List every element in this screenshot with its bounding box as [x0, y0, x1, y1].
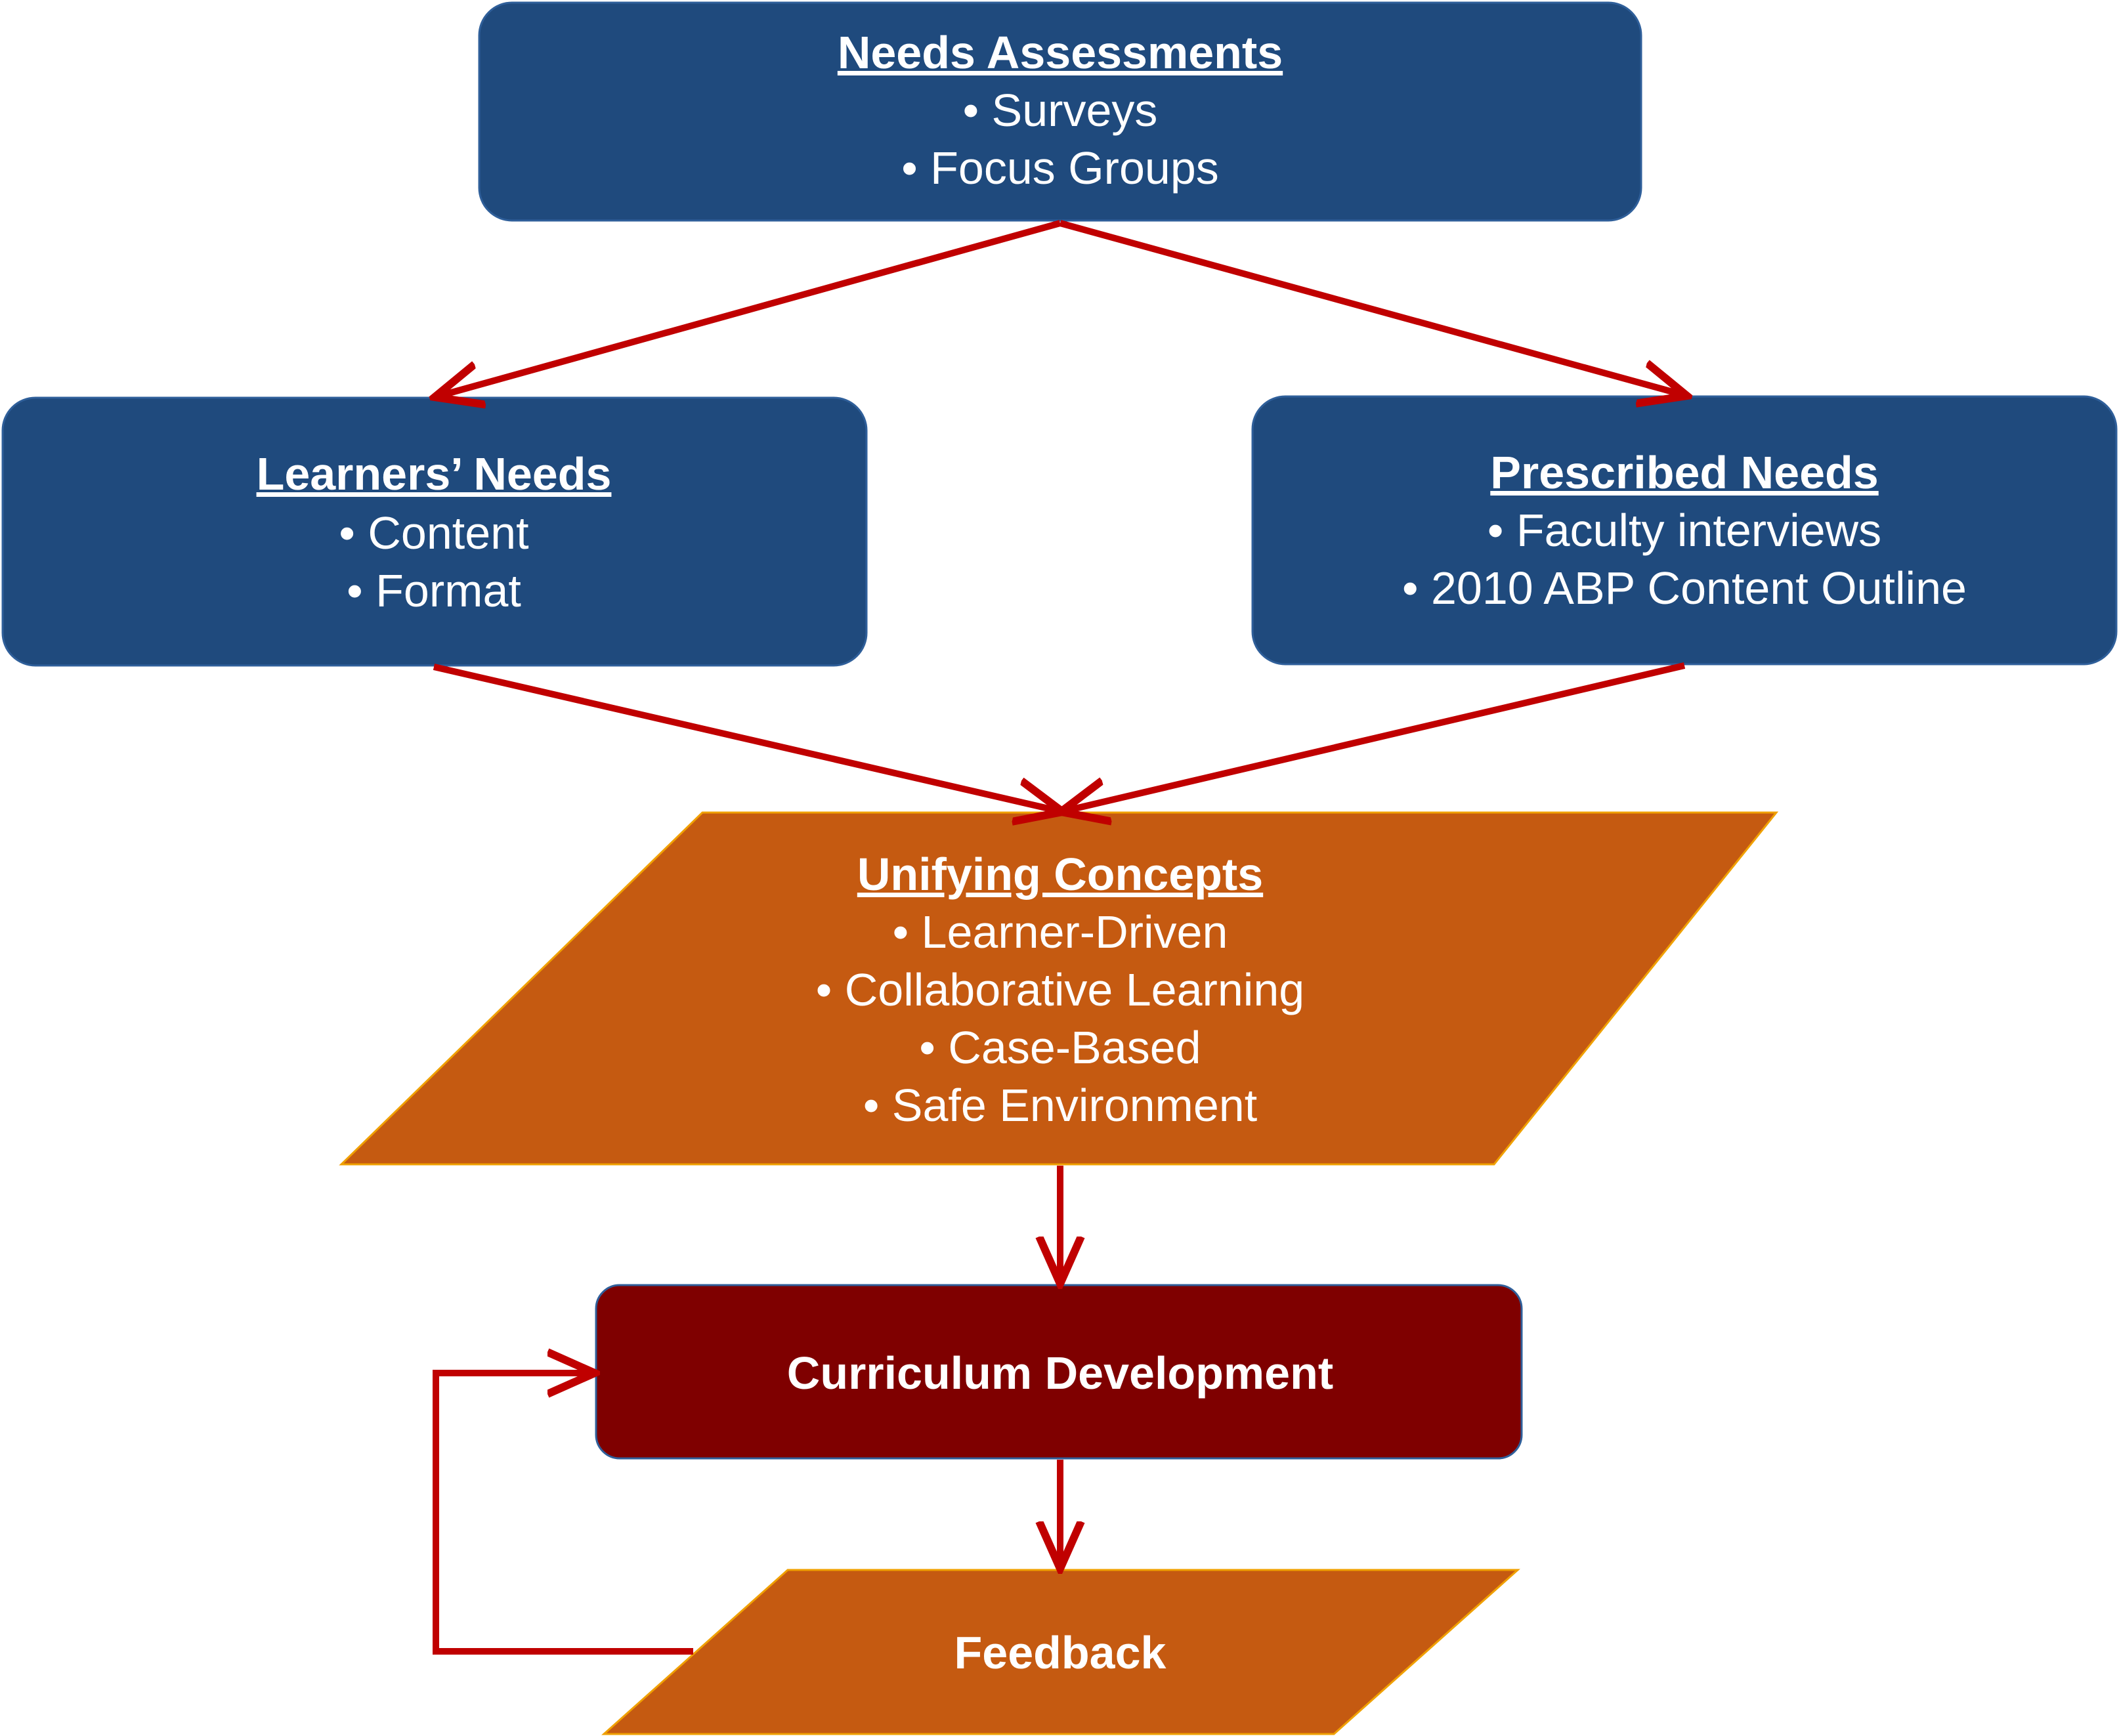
- needs-assessments-item: • Focus Groups: [901, 142, 1219, 194]
- arrow-needs-to-learners: [437, 220, 1061, 396]
- needs-assessments-title: Needs Assessments: [838, 27, 1283, 78]
- learners-needs-item: • Format: [347, 565, 521, 616]
- prescribed-needs-node: Prescribed Needs • Faculty interviews • …: [1251, 395, 2118, 666]
- learners-needs-title: Learners’ Needs: [257, 448, 612, 499]
- prescribed-needs-item: • Faculty interviews: [1488, 505, 1881, 556]
- feedback-node: Feedback: [601, 1569, 1520, 1735]
- unifying-concepts-item: • Safe Environment: [863, 1080, 1257, 1131]
- needs-assessments-item: • Surveys: [963, 85, 1158, 136]
- curriculum-development-node: Curriculum Development: [595, 1284, 1523, 1460]
- needs-assessments-node: Needs Assessments • Surveys • Focus Grou…: [478, 1, 1642, 222]
- learners-needs-item: • Content: [339, 507, 528, 559]
- arrow-prescribed-to-unifying: [1063, 662, 1686, 811]
- unifying-concepts-item: • Learner-Driven: [893, 906, 1228, 958]
- feedback-shape: [601, 1569, 1520, 1735]
- unifying-concepts-title: Unifying Concepts: [857, 849, 1263, 900]
- arrow-feedback-loop: [433, 1373, 693, 1655]
- needs-assessments-box: [478, 1, 1642, 222]
- learners-needs-node: Learners’ Needs • Content • Format: [1, 396, 868, 667]
- prescribed-needs-item: • 2010 ABP Content Outline: [1402, 562, 1967, 614]
- unifying-concepts-item: • Case-Based: [919, 1022, 1201, 1073]
- unifying-concepts-shape: [339, 811, 1779, 1166]
- arrow-needs-to-prescribed: [1059, 220, 1684, 395]
- prescribed-needs-title: Prescribed Needs: [1490, 447, 1878, 498]
- arrow-learners-to-unifying: [433, 664, 1060, 811]
- unifying-concepts-node: Unifying Concepts • Learner-Driven • Col…: [339, 811, 1779, 1166]
- curriculum-development-title: Curriculum Development: [787, 1347, 1333, 1399]
- unifying-concepts-item: • Collaborative Learning: [816, 964, 1304, 1015]
- feedback-title: Feedback: [954, 1627, 1167, 1678]
